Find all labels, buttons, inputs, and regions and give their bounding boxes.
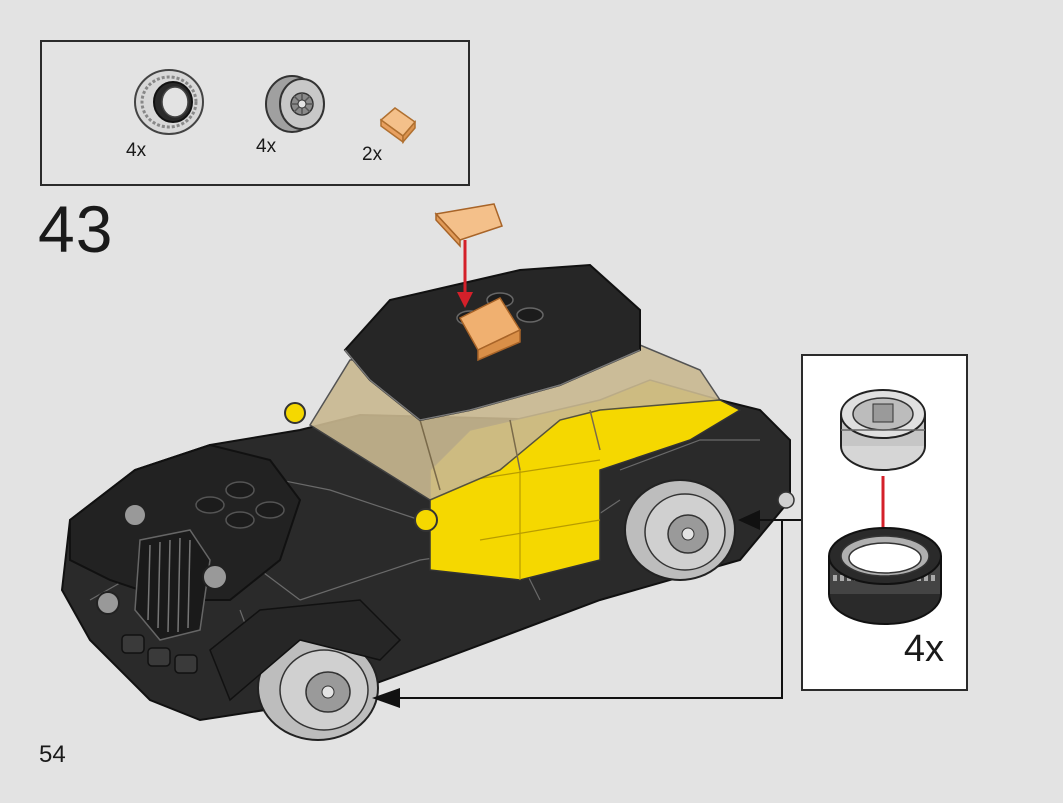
trans-orange-slope-icon xyxy=(379,107,417,144)
arrow-rear-wheel-icon xyxy=(738,510,760,530)
subassembly-count: 4x xyxy=(903,628,944,670)
step-number: 43 xyxy=(38,192,114,266)
front-bumper xyxy=(121,634,198,674)
hood-studs xyxy=(195,481,285,529)
part-count-tire: 4x xyxy=(126,140,147,161)
subassembly-illustration xyxy=(828,389,942,625)
subassembly-tire-icon xyxy=(828,527,942,625)
parts-list-box: 4x 4x 2x xyxy=(40,40,470,186)
page-number: 54 xyxy=(39,741,66,768)
part-tire: 4x xyxy=(124,64,214,162)
subassembly-rim-icon xyxy=(840,389,926,471)
part-slope: 2x xyxy=(352,104,442,166)
part-count-wheel-rim: 4x xyxy=(256,136,277,157)
headlights xyxy=(96,503,228,615)
placed-slope xyxy=(458,297,522,362)
tire-icon xyxy=(134,69,204,135)
incoming-slope-icon xyxy=(434,203,503,248)
grille xyxy=(134,529,211,641)
rear-wheel xyxy=(624,479,736,581)
yellow-lamps xyxy=(284,402,795,532)
part-count-slope: 2x xyxy=(362,144,383,165)
red-arrow-icon xyxy=(457,240,473,308)
wheel-rim-icon xyxy=(265,75,325,133)
subassembly-arrows xyxy=(372,510,801,708)
part-wheel-rim: 4x xyxy=(252,72,342,158)
grille-bars xyxy=(147,537,191,633)
arrow-front-wheel-icon xyxy=(372,688,400,708)
subassembly-box: 4x xyxy=(801,354,968,691)
